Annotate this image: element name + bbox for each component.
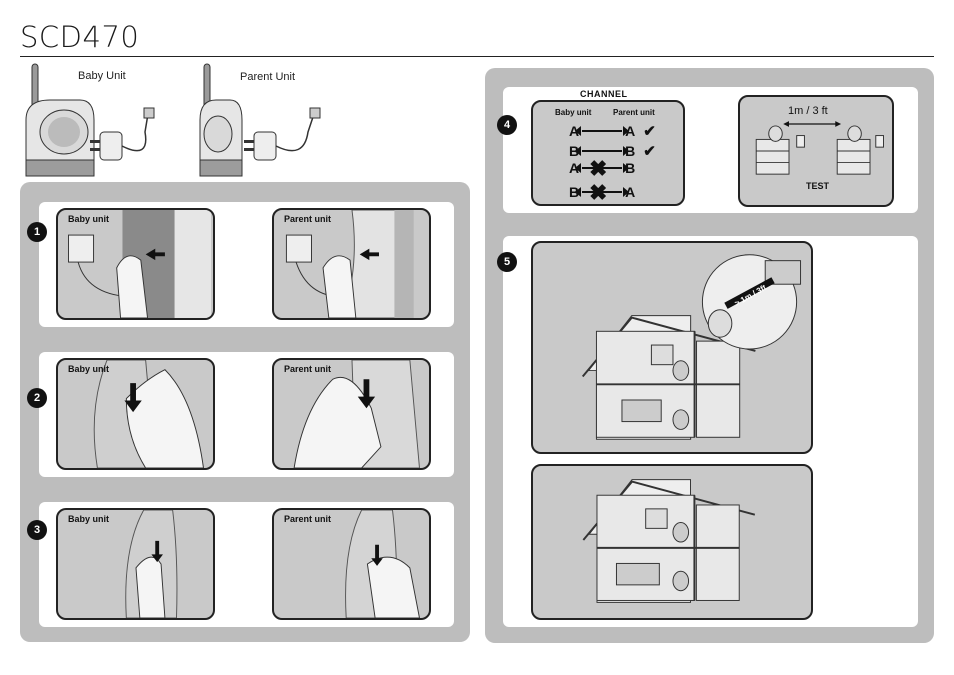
step-4-badge: 4 (497, 115, 517, 135)
channel-row-b-a: B A ✖ (569, 180, 636, 204)
title-divider (20, 56, 934, 57)
step-2-baby-unit-label: Baby unit (68, 364, 110, 374)
set-channel-parent-unit-image (345, 510, 420, 618)
double-arrow-icon (575, 163, 630, 173)
check-mark-icon: ✔ (643, 143, 656, 160)
switch-on-parent-unit-image (293, 360, 420, 468)
set-channel-baby-unit-image (125, 510, 178, 618)
test-label: TEST (806, 181, 830, 191)
range-house-illustration-downstairs (531, 464, 813, 620)
channel-row-3-left: A (569, 160, 580, 176)
step-3-parent-unit-label: Parent unit (284, 514, 332, 524)
step-1-badge: 1 (27, 222, 47, 242)
channel-row-b-b: B B ✔ (569, 142, 656, 160)
step-2-baby-unit-illustration: Baby unit (56, 358, 215, 470)
step-3-baby-unit-label: Baby unit (68, 514, 110, 524)
channel-row-4-left: B (569, 184, 580, 200)
step-2-badge: 2 (27, 388, 47, 408)
channel-row-1-right: A (625, 123, 636, 139)
channel-title: CHANNEL (580, 89, 628, 99)
test-distance-label: 1m / 3 ft (788, 105, 828, 117)
step-5-badge: 5 (497, 252, 517, 272)
step-1-baby-unit-label: Baby unit (68, 214, 110, 224)
cross-mark-icon: ✖ (589, 156, 608, 181)
check-mark-icon: ✔ (643, 123, 656, 140)
channel-row-a-b: A B ✖ (569, 156, 636, 181)
baby-unit-with-adapter-image (25, 63, 155, 177)
switch-on-baby-unit-image (93, 360, 204, 468)
step-3-baby-unit-illustration: Baby unit (56, 508, 215, 620)
double-arrow-icon (575, 126, 630, 136)
house-with-baby-upstairs-image (581, 254, 802, 440)
channel-col-baby-unit: Baby unit (555, 108, 592, 117)
step-2-parent-unit-illustration: Parent unit (272, 358, 431, 470)
channel-row-2-right: B (625, 143, 636, 159)
step-2-parent-unit-label: Parent unit (284, 364, 332, 374)
plug-in-baby-unit-image (68, 210, 212, 318)
double-arrow-icon (575, 187, 630, 197)
test-distance-illustration: 1m / 3 ft TEST (738, 95, 894, 207)
test-units-image (755, 121, 884, 175)
channel-row-a-a: A A ✔ (569, 122, 656, 140)
channel-matching-chart: Baby unit Parent unit A A ✔ B B ✔ A B ✖ … (531, 100, 685, 206)
step-3-parent-unit-illustration: Parent unit (272, 508, 431, 620)
plug-in-parent-unit-image (285, 210, 414, 318)
baby-unit-label: Baby Unit (78, 70, 126, 82)
parent-unit-with-adapter-image (199, 63, 321, 177)
parent-unit-label: Parent Unit (240, 71, 296, 83)
range-house-illustration-upstairs: > 1m / 3ft (531, 241, 813, 454)
channel-row-1-left: A (569, 123, 580, 139)
step-1-parent-unit-label: Parent unit (284, 214, 332, 224)
channel-row-4-right: A (625, 184, 636, 200)
cross-mark-icon: ✖ (589, 180, 608, 205)
step-1-baby-unit-illustration: Baby unit (56, 208, 215, 320)
channel-row-3-right: B (625, 160, 636, 176)
step-1-parent-unit-illustration: Parent unit (272, 208, 431, 320)
channel-row-2-left: B (569, 143, 580, 159)
channel-col-parent-unit: Parent unit (613, 108, 655, 117)
double-arrow-icon (575, 146, 630, 156)
page-title: SCD470 (20, 20, 140, 54)
step-3-badge: 3 (27, 520, 47, 540)
house-with-parents-downstairs-image (582, 479, 756, 603)
